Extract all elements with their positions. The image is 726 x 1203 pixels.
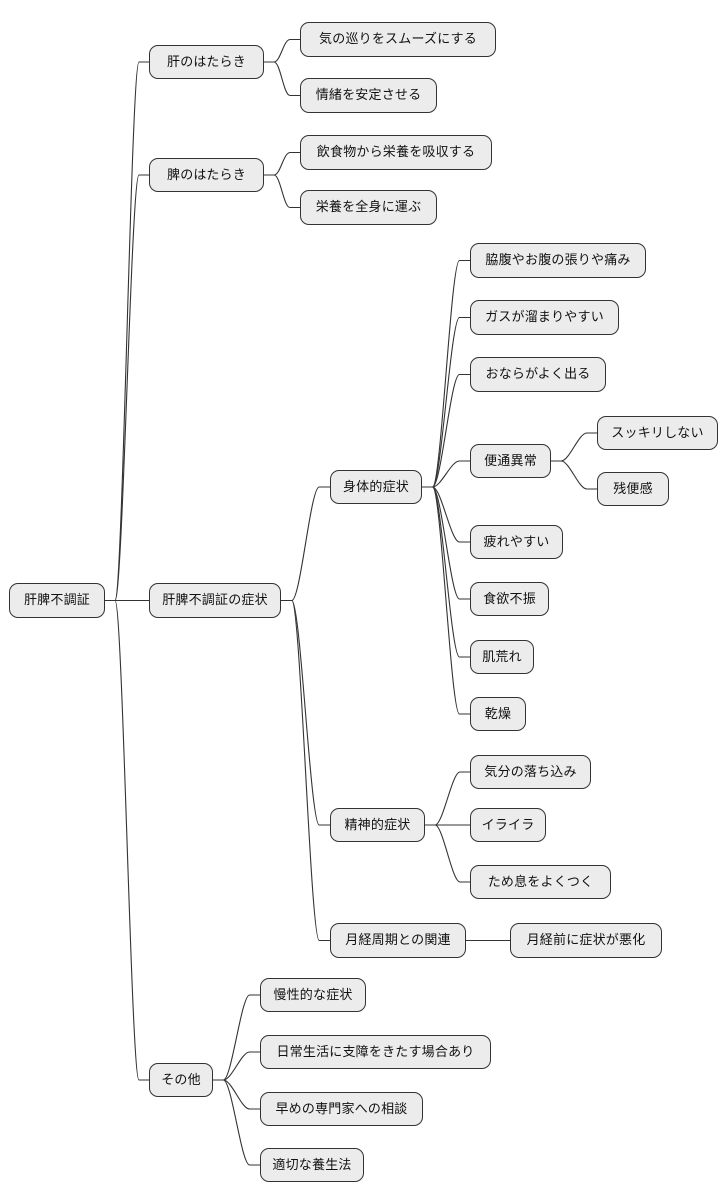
node-sh-c4-b[interactable]: 残便感 — [597, 472, 669, 506]
edge-shintai-to-sh-c6 — [422, 486, 470, 600]
node-label: イライラ — [481, 817, 535, 833]
edge-shoujou-to-gekkei — [281, 599, 330, 942]
node-so-c2[interactable]: 日常生活に支障をきたす場合あり — [260, 1035, 491, 1069]
node-kan-hataraki[interactable]: 肝のはたらき — [149, 45, 264, 79]
node-label: 身体的症状 — [342, 479, 409, 495]
node-gekkei[interactable]: 月経周期との関連 — [330, 923, 466, 958]
edge-kan-hataraki-to-kan-c1 — [264, 38, 300, 63]
edge-sonota-to-so-c4 — [213, 1079, 260, 1166]
node-label: 肝脾不調証 — [23, 593, 90, 608]
node-label: 日常生活に支障をきたす場合あり — [276, 1044, 475, 1060]
node-se-c2[interactable]: イライラ — [470, 808, 546, 842]
node-label: 食欲不振 — [483, 591, 536, 607]
node-sh-c5[interactable]: 疲れやすい — [470, 525, 563, 559]
node-so-c1[interactable]: 慢性的な症状 — [260, 978, 366, 1012]
node-shoujou[interactable]: 肝脾不調証の症状 — [149, 583, 281, 618]
node-sh-c8[interactable]: 乾燥 — [470, 697, 526, 731]
node-hi-c1[interactable]: 飲食物から栄養を吸収する — [300, 135, 492, 170]
edge-seishin-to-se-c1 — [425, 771, 470, 826]
node-label: 月経前に症状が悪化 — [526, 933, 646, 948]
node-label: 適切な養生法 — [272, 1157, 352, 1173]
node-sh-c7[interactable]: 肌荒れ — [470, 640, 534, 674]
node-sh-c1[interactable]: 脇腹やお腹の張りや痛み — [470, 243, 646, 278]
node-label: おならがよく出る — [485, 367, 591, 382]
node-se-c1[interactable]: 気分の落ち込み — [470, 755, 591, 789]
node-seishin[interactable]: 精神的症状 — [330, 808, 425, 842]
node-label: 疲れやすい — [483, 534, 550, 550]
edge-sonota-to-so-c1 — [213, 994, 260, 1081]
edge-shintai-to-sh-c3 — [422, 373, 470, 488]
node-se-c3[interactable]: ため息をよくつく — [470, 865, 611, 899]
edge-sh-c4-to-sh-c4-a — [551, 432, 597, 462]
node-label: 便通異常 — [484, 453, 537, 469]
node-sonota[interactable]: その他 — [149, 1063, 213, 1097]
node-label: 情緒を安定させる — [315, 88, 422, 103]
node-kan-c1[interactable]: 気の巡りをスムーズにする — [300, 22, 496, 57]
node-label: スッキリしない — [611, 425, 704, 441]
edge-root-to-kan-hataraki — [105, 61, 149, 602]
edge-shoujou-to-shintai — [281, 486, 330, 602]
node-label: 肝脾不調証の症状 — [162, 593, 268, 608]
edge-shintai-to-sh-c8 — [422, 486, 470, 715]
node-sh-c4-a[interactable]: スッキリしない — [597, 416, 718, 450]
node-label: 早めの専門家への相談 — [275, 1101, 408, 1117]
node-so-c3[interactable]: 早めの専門家への相談 — [260, 1092, 423, 1126]
node-label: 肝のはたらき — [167, 54, 246, 70]
node-hi-c2[interactable]: 栄養を全身に運ぶ — [300, 190, 437, 225]
edge-seishin-to-se-c3 — [425, 824, 470, 883]
edge-shintai-to-sh-c2 — [422, 316, 470, 488]
node-label: 慢性的な症状 — [273, 987, 353, 1003]
node-label: 飲食物から栄養を吸収する — [316, 145, 476, 160]
node-sh-c2[interactable]: ガスが溜まりやすい — [470, 300, 619, 335]
node-label: 残便感 — [613, 481, 653, 497]
node-label: 気分の落ち込み — [484, 764, 577, 780]
node-sh-c4[interactable]: 便通異常 — [470, 444, 551, 478]
node-label: 精神的症状 — [344, 817, 411, 833]
node-shintai[interactable]: 身体的症状 — [330, 470, 422, 504]
node-root[interactable]: 肝脾不調証 — [9, 583, 105, 618]
edge-shoujou-to-seishin — [281, 599, 330, 826]
node-label: ガスが溜まりやすい — [485, 310, 604, 325]
node-label: その他 — [161, 1072, 201, 1088]
node-label: 栄養を全身に運ぶ — [315, 200, 422, 215]
node-so-c4[interactable]: 適切な養生法 — [260, 1148, 364, 1182]
node-sh-c6[interactable]: 食欲不振 — [470, 582, 549, 616]
node-sh-c3[interactable]: おならがよく出る — [470, 357, 606, 392]
node-label: 気の巡りをスムーズにする — [319, 32, 477, 47]
edge-shintai-to-sh-c1 — [422, 259, 470, 488]
node-label: ため息をよくつく — [487, 874, 594, 890]
edge-root-to-sonota — [105, 599, 149, 1081]
edge-shintai-to-sh-c4 — [422, 460, 470, 488]
node-label: 脾のはたらき — [167, 167, 246, 183]
edge-sonota-to-so-c2 — [213, 1051, 260, 1081]
node-gekkei-c1[interactable]: 月経前に症状が悪化 — [510, 923, 662, 958]
edge-hi-hataraki-to-hi-c1 — [264, 151, 300, 176]
edge-shintai-to-sh-c5 — [422, 486, 470, 543]
node-label: 肌荒れ — [482, 649, 522, 665]
node-label: 脇腹やお腹の張りや痛み — [485, 253, 631, 268]
edge-root-to-hi-hataraki — [105, 174, 149, 602]
node-kan-c2[interactable]: 情緒を安定させる — [300, 78, 437, 113]
edge-sh-c4-to-sh-c4-b — [551, 460, 597, 490]
edge-kan-hataraki-to-kan-c2 — [264, 61, 300, 97]
edge-sonota-to-so-c3 — [213, 1079, 260, 1110]
edge-hi-hataraki-to-hi-c2 — [264, 174, 300, 209]
node-hi-hataraki[interactable]: 脾のはたらき — [149, 158, 264, 192]
edge-shintai-to-sh-c7 — [422, 486, 470, 658]
node-label: 乾燥 — [484, 706, 512, 722]
node-label: 月経周期との関連 — [345, 933, 451, 948]
